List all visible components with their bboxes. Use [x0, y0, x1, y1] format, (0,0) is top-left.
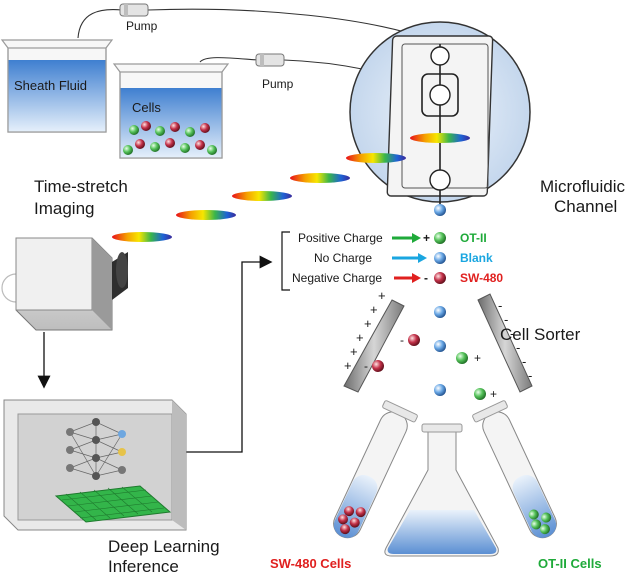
pump-2-label: Pump [262, 77, 294, 91]
cells-label: Cells [132, 100, 161, 115]
pump-2 [255, 53, 285, 67]
cells-beaker [112, 63, 230, 159]
plate-signs: + + + + + + - - - - - - [344, 288, 532, 383]
feedback-arrow [186, 255, 273, 453]
deep-learning-label-1: Deep Learning [108, 537, 220, 556]
ot2-cells-label: OT-II Cells [538, 556, 602, 571]
microfluidic-chip [349, 21, 531, 210]
svg-text:-: - [498, 298, 502, 313]
cell-sorter-label: Cell Sorter [500, 325, 581, 344]
svg-text:-: - [516, 340, 520, 355]
svg-text:-: - [364, 359, 368, 373]
legend-negative-label: Negative Charge [292, 271, 382, 285]
legend-positive-label: Positive Charge [298, 231, 383, 245]
legend-negative-symbol: - [424, 271, 428, 285]
time-stretch-pulses [112, 153, 406, 242]
pump-1 [119, 3, 149, 17]
svg-text:-: - [510, 326, 514, 341]
sorted-cells: - - + + [364, 306, 497, 401]
svg-text:+: + [378, 288, 386, 303]
svg-text:-: - [522, 354, 526, 369]
svg-text:-: - [400, 333, 404, 347]
sw480-cells-label: SW-480 Cells [270, 556, 351, 571]
cell-in-channel [434, 204, 446, 216]
deep-learning-label-2: Inference [108, 557, 179, 575]
microfluidic-label-2: Channel [554, 197, 617, 216]
svg-text:+: + [474, 351, 481, 365]
legend-neutral-label: No Charge [314, 251, 372, 265]
sorter-plate-right [477, 293, 533, 393]
svg-text:+: + [344, 358, 352, 373]
svg-text:+: + [364, 316, 372, 331]
deep-learning-box [3, 399, 187, 531]
legend-neutral-result: Blank [460, 251, 493, 265]
sorter-plate-left [343, 299, 405, 393]
sheath-fluid-beaker [0, 39, 114, 133]
camera-icon [1, 237, 128, 331]
microfluidic-label-1: Microfluidic [540, 177, 626, 196]
svg-text:+: + [356, 330, 364, 345]
sw480-tube [333, 400, 418, 539]
legend-positive-result: OT-II [460, 231, 487, 245]
ot2-tube [472, 400, 557, 539]
svg-text:+: + [350, 344, 358, 359]
sheath-fluid-label: Sheath Fluid [14, 78, 87, 93]
svg-text:+: + [490, 387, 497, 401]
legend-positive-symbol: + [423, 231, 430, 245]
legend-negative-result: SW-480 [460, 271, 503, 285]
charge-legend: Positive Charge + OT-II No Charge Blank … [281, 231, 503, 291]
svg-text:+: + [370, 302, 378, 317]
time-stretch-label-1: Time-stretch [34, 177, 128, 196]
time-stretch-label-2: Imaging [34, 199, 94, 218]
blank-flask [384, 423, 499, 557]
svg-text:-: - [504, 312, 508, 327]
pump-1-label: Pump [126, 19, 158, 33]
svg-text:-: - [528, 368, 532, 383]
